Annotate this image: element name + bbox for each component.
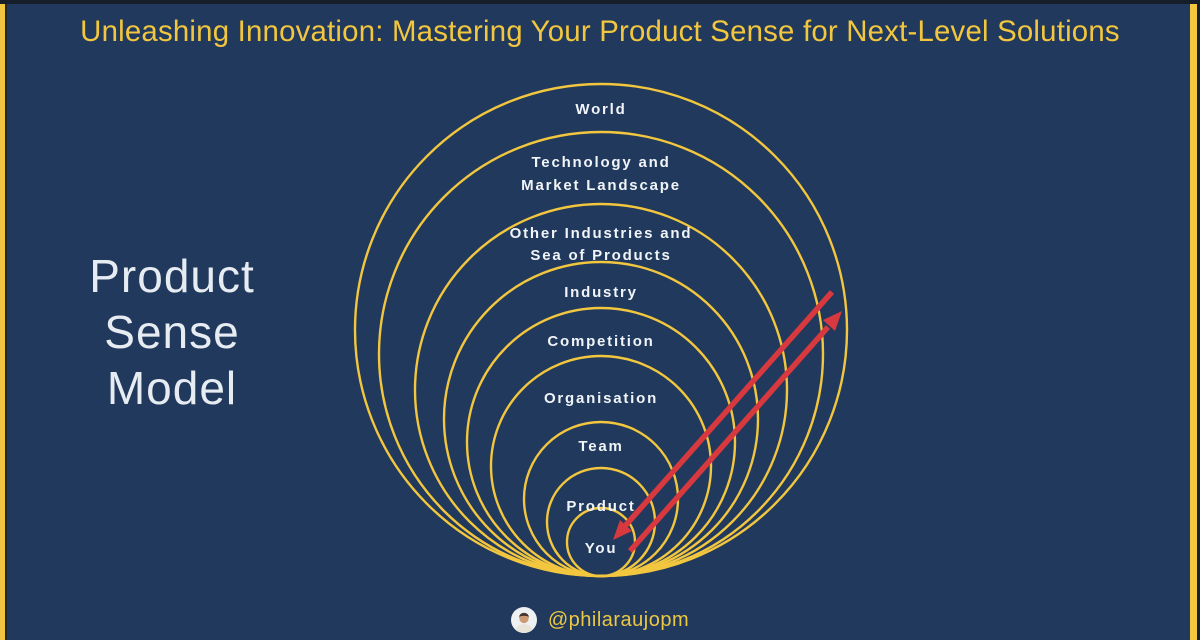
ring-label-competition: Competition [547, 333, 654, 350]
author-avatar [510, 607, 537, 633]
avatar-face [515, 612, 532, 633]
bidirectional-arrow [613, 290, 842, 553]
ring-label-world: World [575, 101, 626, 118]
ring-label-industry: Industry [564, 284, 638, 301]
arrow-head-toward-world [823, 311, 842, 331]
author-handle: @philaraujopm [547, 608, 690, 631]
left-border-shade [5, 0, 7, 640]
ring-label-organisation: Organisation [544, 390, 658, 407]
right-border-shade [1197, 0, 1200, 640]
arrow-line-outward [627, 325, 831, 553]
right-border-bar [1190, 0, 1197, 640]
ring-product [545, 466, 657, 578]
ring-label-other-industries-line2: Sea of Products [530, 247, 671, 264]
ring-label-technology-market-line2: Market Landscape [521, 177, 681, 194]
top-edge [0, 0, 1200, 4]
left-border-bar [0, 0, 5, 640]
arrow-line-inward [622, 290, 835, 528]
footer: @philaraujopm [0, 607, 1200, 633]
ring-label-technology-market-line1: Technology and [531, 154, 670, 171]
ring-label-team: Team [578, 438, 623, 455]
model-name-label: Product Sense Model [62, 248, 282, 416]
ring-label-other-industries-line1: Other Industries and [510, 225, 693, 242]
arrow-head-toward-you [613, 520, 632, 540]
ring-label-you: You [585, 540, 618, 557]
page-title: Unleashing Innovation: Mastering Your Pr… [80, 15, 1120, 48]
model-name-line-3: Model [106, 362, 238, 414]
model-name-line-2: Sense [104, 306, 240, 358]
model-name-line-1: Product [89, 250, 255, 302]
ring-label-product: Product [566, 498, 635, 515]
